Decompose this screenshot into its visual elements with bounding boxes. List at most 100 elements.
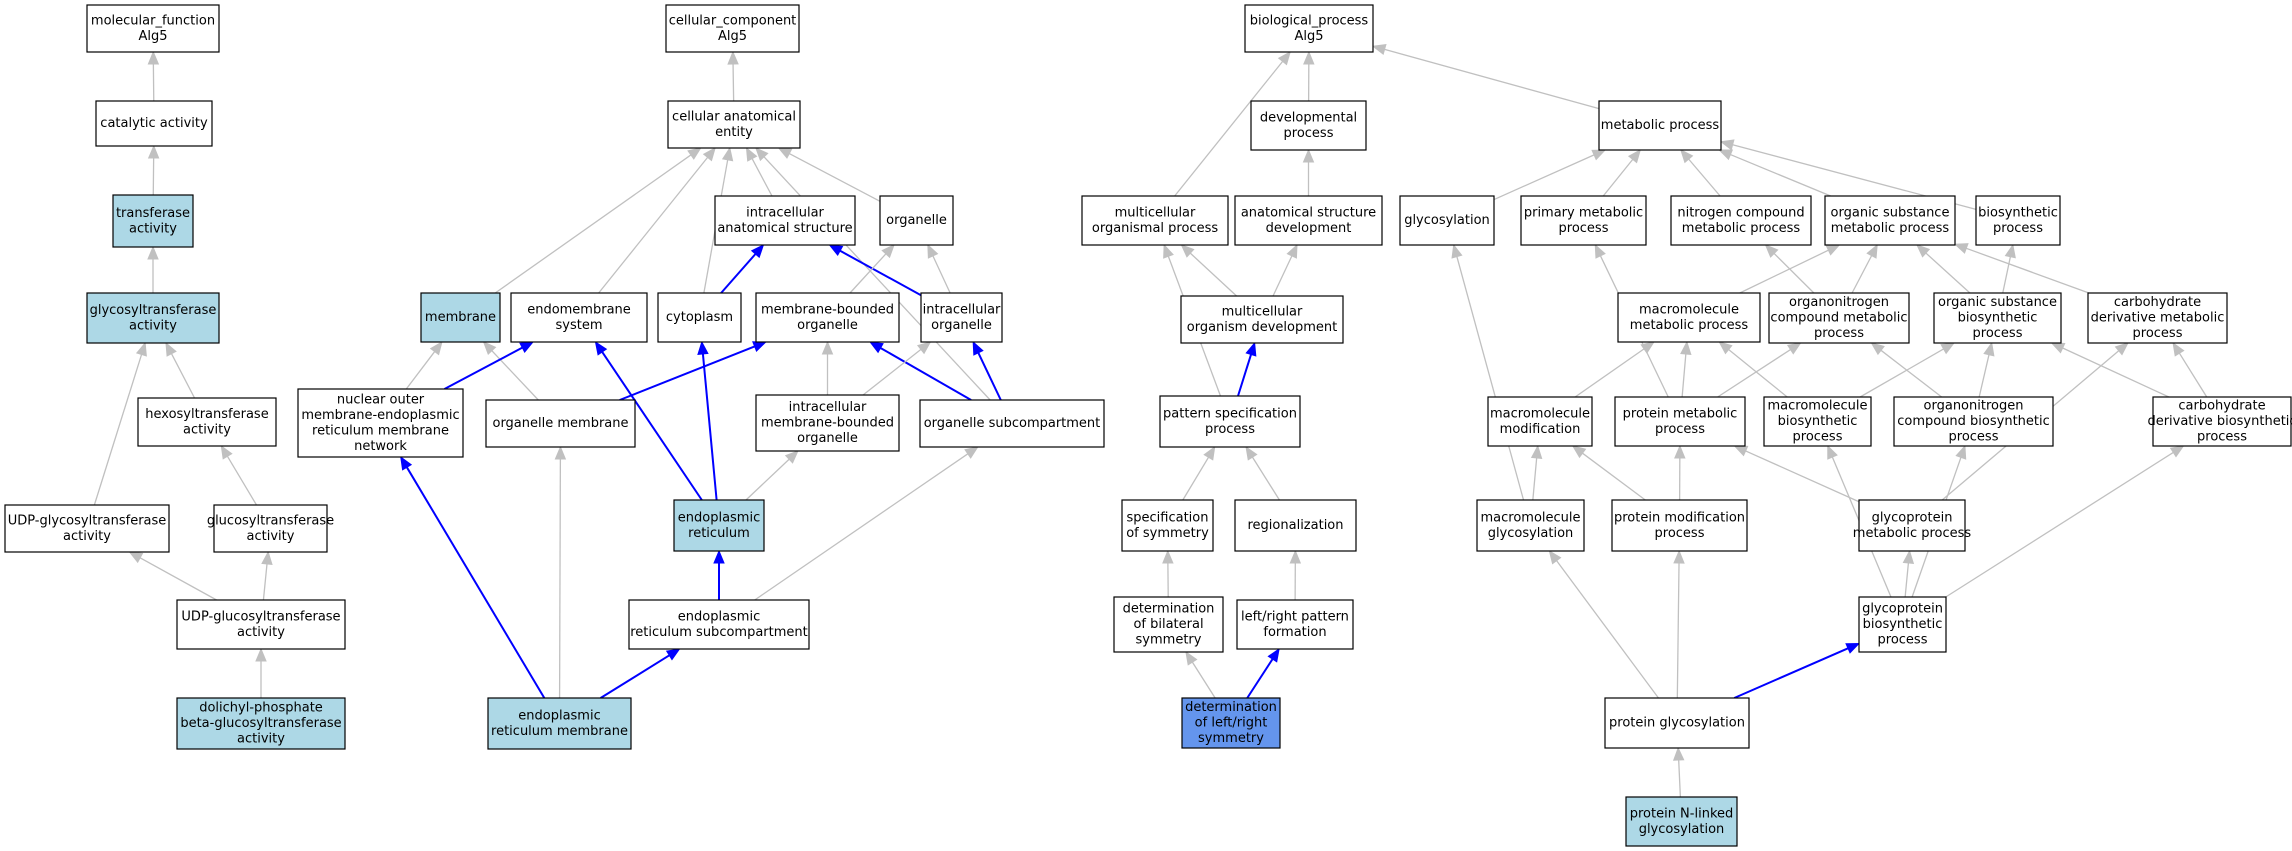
edge-line: [1730, 153, 1831, 197]
node-box: [879, 195, 954, 246]
edge-arrowhead: [147, 144, 160, 159]
edge-arrowhead: [1640, 341, 1655, 354]
edge-line: [763, 156, 991, 401]
edge-orgN-met-to-nitrogen-met: [1764, 244, 1815, 294]
edge-multicell-org-to-bp-root: [1174, 50, 1291, 197]
edge-multicell-dev-to-anat-dev: [1272, 243, 1298, 297]
edge-line: [720, 253, 757, 294]
edge-arrowhead: [482, 341, 497, 356]
node-label-line: organelle: [931, 318, 992, 333]
edge-arrowhead: [1245, 445, 1258, 461]
edge-protein-glyco-to-protein-mod: [1673, 549, 1685, 699]
node-regionalization[interactable]: regionalization: [1234, 499, 1357, 552]
edge-intracell-organelle-to-organelle: [927, 243, 951, 294]
node-box: [86, 4, 220, 53]
node-label-line: organism development: [1187, 320, 1337, 335]
node-label-line: of left/right: [1195, 716, 1268, 731]
node-organelle-membrane[interactable]: organelle membrane: [485, 399, 636, 448]
node-label-line: beta-glucosyltransferase: [180, 716, 341, 731]
node-label-line: endoplasmic: [518, 708, 600, 723]
edge-arrowhead: [784, 450, 799, 464]
node-label-line: symmetry: [1136, 633, 1202, 648]
node-organelle[interactable]: organelle: [879, 195, 954, 246]
node-label-line: multicellular: [1115, 205, 1196, 220]
node-box: [1236, 599, 1354, 650]
node-label-line: determination: [1123, 602, 1215, 617]
node-dolichyl[interactable]: dolichyl-phosphatebeta-glucosyltransfera…: [176, 697, 346, 750]
edge-arrowhead: [1718, 341, 1733, 355]
node-box: [1614, 396, 1746, 447]
edge-line: [262, 563, 268, 601]
node-cytoplasm[interactable]: cytoplasm: [657, 292, 742, 343]
edge-arrowhead: [1277, 50, 1291, 66]
node-label-line: metabolic process: [1630, 318, 1749, 333]
node-membrane[interactable]: membrane: [420, 292, 501, 343]
node-label-line: of bilateral: [1133, 617, 1203, 632]
edge-er-membrane-to-er-subcomp: [600, 648, 681, 699]
edge-arrowhead: [1827, 444, 1838, 460]
edge-line: [619, 345, 756, 401]
node-glycosylation[interactable]: glycosylation: [1399, 195, 1495, 246]
edge-glycosylation-to-metabolic: [1493, 149, 1607, 201]
edge-transferase-to-catalytic: [147, 144, 160, 196]
node-label-line: metabolic process: [1682, 221, 1801, 236]
edge-arrowhead: [261, 550, 273, 566]
node-protein-glyco[interactable]: protein glycosylation: [1604, 697, 1750, 749]
node-metabolic[interactable]: metabolic process: [1598, 100, 1722, 151]
node-nuclear-outer[interactable]: nuclear outermembrane-endoplasmicreticul…: [297, 388, 464, 458]
edge-arrowhead: [1672, 746, 1685, 761]
node-organelle-subcomp[interactable]: organelle subcompartment: [919, 399, 1105, 448]
node-label-line: activity: [237, 732, 285, 747]
node-label-line: metabolic process: [1831, 221, 1950, 236]
node-label-line: compound metabolic: [1770, 311, 1907, 326]
node-catalytic[interactable]: catalytic activity: [95, 100, 213, 147]
edge-line: [1739, 249, 1829, 294]
edge-protein-n-glyco-to-protein-glyco: [1672, 746, 1685, 798]
